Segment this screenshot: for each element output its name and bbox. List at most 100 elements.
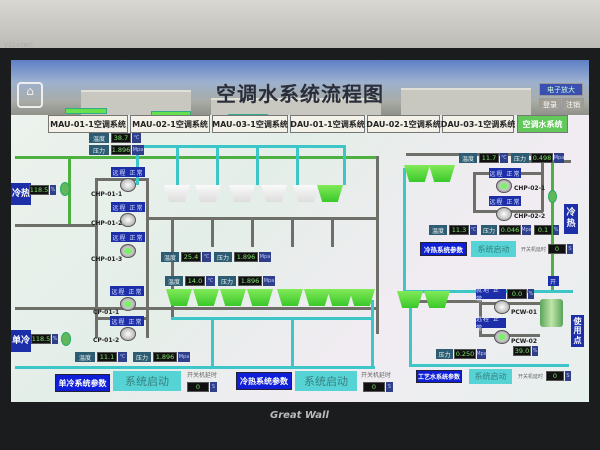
tab-dau-03[interactable]: DAU-03-1空调系统 — [441, 115, 515, 133]
tab-dau-02[interactable]: DAU-02-1空调系统 — [366, 115, 441, 133]
pipe — [15, 224, 95, 227]
pump-icon[interactable] — [120, 178, 136, 192]
pipe — [211, 217, 214, 247]
pipe — [291, 320, 294, 366]
process-water-start-button[interactable]: 系统启动 — [469, 369, 512, 384]
tab-mau-01[interactable]: MAU-01-1空调系统 — [48, 115, 128, 133]
chp-01-3-status: 远程 正常 — [111, 232, 145, 242]
pipe — [176, 145, 179, 185]
chp-01-1-status: 远程 正常 — [111, 167, 145, 177]
chp-02-2-status: 远程 正常 — [489, 196, 521, 206]
valve-icon[interactable] — [548, 190, 557, 203]
pcw-pressure-value: 0.250 — [454, 349, 476, 359]
unit: % — [50, 185, 56, 195]
return-temp-value: 11.3 — [449, 225, 469, 235]
single-cold-valve-value: 118.5 — [31, 334, 51, 344]
cooling-tower-icon — [404, 165, 430, 182]
unit: Mpa — [521, 225, 532, 235]
cooling-tower-icon — [247, 289, 273, 306]
pipe — [211, 320, 214, 366]
mid-temp-value: 25.4 — [181, 252, 201, 262]
logo: ⌂ — [17, 82, 43, 108]
cooling-tower-icon — [424, 291, 450, 308]
right-delay-input[interactable]: 0 — [548, 244, 566, 254]
pipe — [409, 300, 412, 366]
pump-icon[interactable] — [120, 297, 136, 311]
pipe — [251, 217, 254, 247]
unit: Mpa — [263, 276, 275, 286]
single-cold-start-button[interactable]: 系统启动 — [113, 371, 181, 391]
water-tank — [540, 299, 563, 327]
cooling-tower-icon — [166, 289, 192, 306]
pump-label: PCW-02 — [511, 338, 537, 345]
pipe — [409, 364, 569, 367]
process-water-params-button[interactable]: 工艺水系统参数 — [416, 370, 462, 383]
building-image — [401, 88, 531, 115]
cooling-tower-icon — [304, 289, 330, 306]
temp-label: 温度 — [165, 276, 183, 286]
low-pressure-value: 1.896 — [238, 276, 262, 286]
pipe — [479, 302, 540, 305]
unit: Mpa — [132, 145, 144, 155]
unit: % — [528, 289, 534, 299]
pump-icon[interactable] — [496, 179, 512, 193]
single-cold-delay-input[interactable]: 0 — [187, 382, 209, 392]
cold-heat-params-button-right[interactable]: 冷热系统参数 — [420, 242, 467, 256]
pcw-02-value: 39.0 — [513, 346, 531, 356]
pipe — [136, 145, 139, 185]
tab-mau-03[interactable]: MAU-03-1空调系统 — [212, 115, 288, 133]
delay-label: 开关机延时 — [518, 374, 544, 380]
single-cold-params-button[interactable]: 单冷系统参数 — [55, 374, 110, 392]
tab-mau-02[interactable]: MAU-02-1空调系统 — [130, 115, 210, 133]
chp-02-1-status: 远程 正常 — [489, 168, 521, 178]
valve-icon[interactable] — [61, 332, 71, 346]
cold-heat-delay-input[interactable]: 0 — [363, 382, 385, 392]
bottom-temp-value: 11.1 — [97, 352, 117, 362]
zoom-button[interactable]: 电子放大 — [539, 83, 583, 96]
process-water-delay-input[interactable]: 0 — [546, 371, 564, 381]
tab-dau-01[interactable]: DAU-01-1空调系统 — [290, 115, 365, 133]
cooling-tower-icon — [317, 185, 343, 202]
pump-icon[interactable] — [120, 244, 136, 258]
pump-label: CHP-02-1 — [514, 185, 546, 192]
login-button[interactable]: 登录 — [539, 98, 561, 111]
unit: S — [567, 244, 573, 254]
wall-background — [0, 0, 600, 48]
unit: Mpa — [259, 252, 271, 262]
cold-heat-start-button-right[interactable]: 系统启动 — [471, 241, 516, 257]
pressure-label: 压力 — [214, 252, 232, 262]
valve-icon[interactable] — [60, 182, 70, 196]
cold-heat-params-button[interactable]: 冷热系统参数 — [236, 372, 292, 390]
cold-heat-label: 冷热 — [11, 183, 31, 205]
cp-01-2-status: 远程 正常 — [110, 316, 144, 326]
pump-icon[interactable] — [120, 213, 136, 227]
pump-icon[interactable] — [494, 300, 510, 314]
unit: ℃ — [132, 133, 141, 143]
pump-label: CHP-02-2 — [514, 213, 546, 220]
top-temp-value: 38.7 — [111, 133, 131, 143]
cooling-tower-icon — [397, 291, 423, 308]
pcw-02-status: 远程 正常 — [476, 316, 506, 332]
pump-icon[interactable] — [120, 327, 136, 341]
temp-label: 温度 — [429, 225, 447, 235]
pipe — [403, 168, 406, 293]
mid-pressure-value: 1.896 — [234, 252, 258, 262]
pipe — [343, 145, 346, 185]
unit: ℃ — [500, 153, 508, 163]
logout-button[interactable]: 注销 — [562, 98, 584, 111]
pump-icon[interactable] — [494, 330, 510, 344]
page-title: 空调水系统流程图 — [216, 82, 384, 106]
top-pressure-value: 1.896 — [111, 145, 131, 155]
hmi-screen: ⌂ 空调水系统流程图 电子放大 登录 注销 MAU-01-1空调系统 MAU-0… — [11, 60, 589, 402]
tab-chilled-water[interactable]: 空调水系统 — [517, 115, 568, 133]
pipe — [171, 217, 174, 317]
monitor-model: V2243WS — [4, 42, 34, 49]
cold-heat-start-button[interactable]: 系统启动 — [295, 371, 357, 391]
unit: % — [52, 334, 58, 344]
pump-icon[interactable] — [496, 207, 512, 221]
pressure-label: 压力 — [511, 153, 529, 163]
low-temp-value: 14.0 — [185, 276, 205, 286]
pcw-01-value: 0.0 — [507, 289, 527, 299]
pipe — [331, 217, 334, 247]
unit: S — [210, 382, 217, 392]
